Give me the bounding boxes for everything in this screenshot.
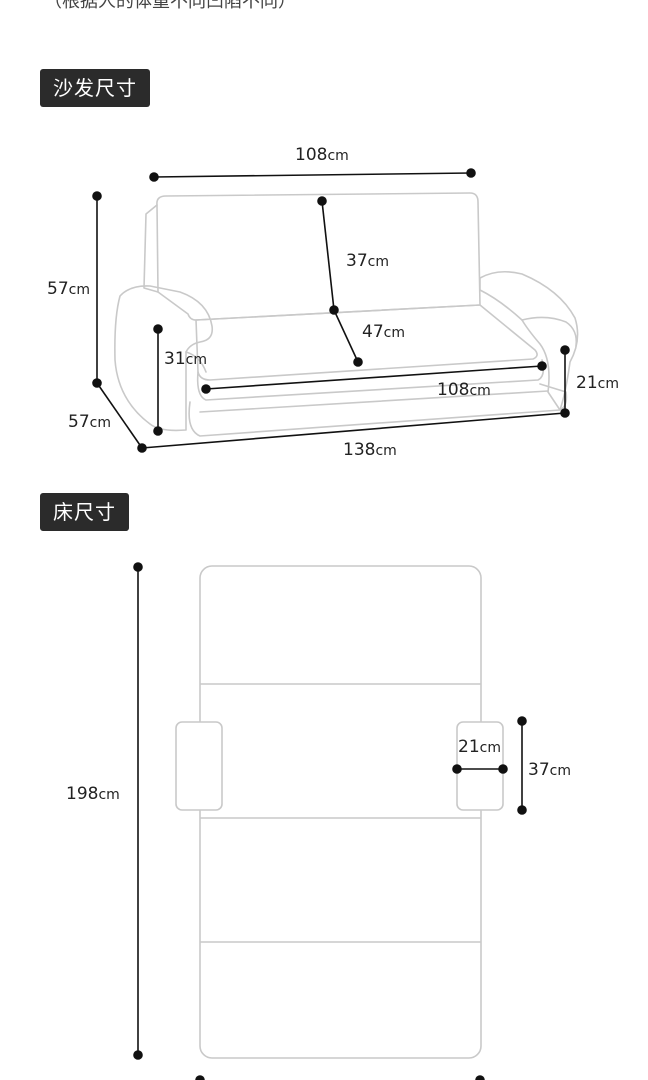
bed-dimension-lines — [133, 562, 527, 1060]
dim-unit: cm — [89, 415, 111, 431]
dim-unit: cm — [597, 376, 619, 392]
label-back-width: 108cm — [295, 145, 349, 166]
sofa-outline — [114, 192, 579, 437]
dim-dot — [353, 357, 363, 367]
dim-value: 57 — [47, 279, 69, 299]
dim-value: 198 — [66, 784, 99, 804]
label-seat-depth: 47cm — [362, 322, 405, 343]
sofa-left-arm-inner — [185, 351, 207, 373]
dim-dot — [195, 1075, 205, 1080]
dim-unit: cm — [469, 383, 491, 399]
dim-line-total-depth — [96, 382, 143, 449]
dim-line-back-width — [153, 172, 472, 178]
sofa-back-cushion — [156, 192, 481, 321]
dim-unit: cm — [549, 763, 571, 779]
dim-dot — [133, 1050, 143, 1060]
label-total-width: 138cm — [343, 440, 397, 461]
label-back-height: 37cm — [346, 251, 389, 272]
dim-dot — [153, 426, 163, 436]
dim-line-back-height — [321, 200, 335, 311]
dim-value: 37 — [528, 760, 550, 780]
dim-line-total-width — [141, 412, 566, 449]
dim-unit: cm — [367, 254, 389, 270]
dim-value: 57 — [68, 412, 90, 432]
dim-value: 108 — [437, 380, 470, 400]
dim-line-seat-depth — [333, 309, 359, 363]
dim-dot — [537, 361, 547, 371]
dim-line-seat-width — [205, 365, 543, 390]
bed-bottom-dimension — [195, 1075, 485, 1080]
label-seat-height: 21cm — [576, 373, 619, 394]
dim-dot — [452, 764, 462, 774]
sofa-size-tag: 沙发尺寸 — [40, 69, 150, 107]
dim-value: 31 — [164, 349, 186, 369]
sofa-dimension-lines — [92, 168, 570, 453]
bed-right-arm — [456, 721, 504, 811]
dim-dot — [317, 196, 327, 206]
sofa-right-arm — [479, 270, 579, 411]
dim-dot — [201, 384, 211, 394]
label-arm-width: 21cm — [458, 737, 501, 758]
dim-dot — [149, 172, 159, 182]
bed-body — [199, 565, 482, 1059]
dim-dot — [466, 168, 476, 178]
bed-outline — [175, 565, 504, 1059]
dim-unit: cm — [185, 352, 207, 368]
dim-dot — [133, 562, 143, 572]
note-text: （根据人的体重不同凹陷不同） — [44, 0, 296, 12]
dim-unit: cm — [98, 787, 120, 803]
dim-value: 47 — [362, 322, 384, 342]
label-total-height: 57cm — [47, 279, 90, 300]
sofa-base-seam — [199, 390, 549, 413]
dim-value: 21 — [458, 737, 480, 757]
dim-value: 108 — [295, 145, 328, 165]
sofa-seat-top — [195, 304, 538, 381]
dim-value: 37 — [346, 251, 368, 271]
dim-unit: cm — [383, 325, 405, 341]
label-bed-length: 198cm — [66, 784, 120, 805]
label-total-depth: 57cm — [68, 412, 111, 433]
sofa-left-arm — [114, 285, 214, 432]
sofa-right-arm-front — [521, 316, 578, 347]
dim-dot — [153, 324, 163, 334]
dim-dot — [517, 716, 527, 726]
dim-dot — [517, 805, 527, 815]
bed-size-tag: 床尺寸 — [40, 493, 129, 531]
dim-dot — [475, 1075, 485, 1080]
dim-dot — [92, 191, 102, 201]
dim-unit: cm — [375, 443, 397, 459]
dim-value: 138 — [343, 440, 376, 460]
label-seat-width: 108cm — [437, 380, 491, 401]
dim-dot — [560, 345, 570, 355]
dim-value: 21 — [576, 373, 598, 393]
dim-unit: cm — [479, 740, 501, 756]
dim-dot — [498, 764, 508, 774]
sofa-back-rear — [143, 204, 159, 293]
label-arm-length: 37cm — [528, 760, 571, 781]
dim-unit: cm — [68, 282, 90, 298]
dim-unit: cm — [327, 148, 349, 164]
label-arm-height: 31cm — [164, 349, 207, 370]
bed-left-arm — [175, 721, 223, 811]
